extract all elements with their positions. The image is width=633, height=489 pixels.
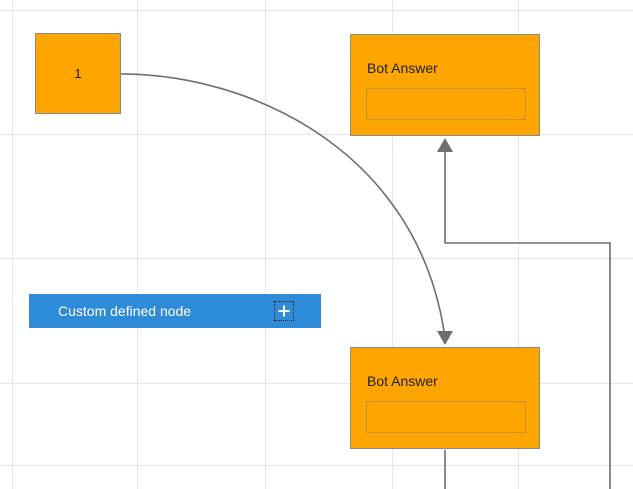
node-bot-answer-bottom[interactable]: Bot Answer [350,347,540,449]
node-start[interactable]: 1 [35,33,121,114]
node-bot-answer-top-slot[interactable] [366,88,526,120]
plus-icon[interactable] [274,301,294,321]
arrowhead-down-icon [437,331,453,345]
node-bot-answer-bottom-title: Bot Answer [367,373,438,389]
node-bot-answer-top[interactable]: Bot Answer [350,34,540,136]
node-bot-answer-bottom-slot[interactable] [366,401,526,433]
palette-item-label: Custom defined node [58,303,192,319]
node-bot-answer-top-title: Bot Answer [367,60,438,76]
palette-item-custom-defined-node[interactable]: Custom defined node [29,294,321,328]
arrowhead-up-icon [437,138,453,152]
node-start-label: 1 [74,66,82,81]
